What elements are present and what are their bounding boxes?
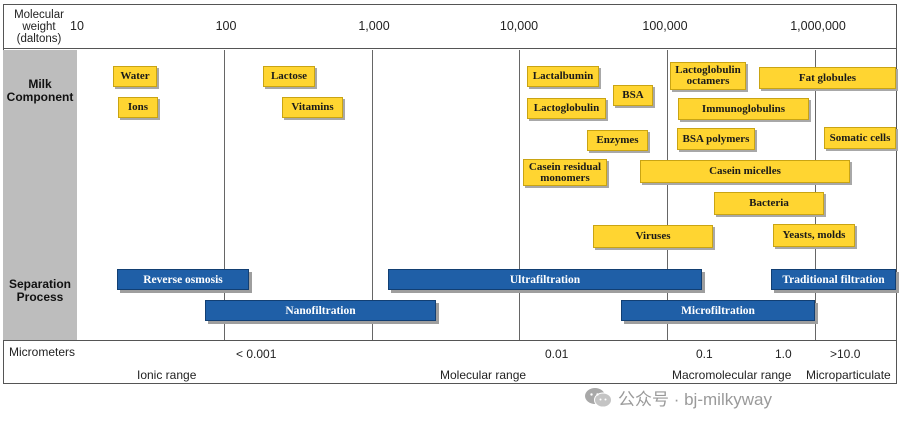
component-somatic-cells: Somatic cells [824, 127, 896, 149]
component-ions: Ions [118, 97, 158, 118]
tick-label: 100,000 [642, 19, 688, 33]
component-bsa: BSA [613, 85, 653, 106]
footer-divider [3, 340, 897, 341]
molecular-weight-label: Molecular weight (daltons) [14, 9, 64, 45]
component-water: Water [113, 66, 157, 87]
component-casein-micelles: Casein micelles [640, 160, 850, 183]
tick-label: 10 [70, 19, 84, 33]
component-bsa-polymers: BSA polymers [677, 128, 755, 150]
watermark-text: 公众号 · bj-milkyway [618, 390, 772, 409]
component-lactoglobulin-octamers: Lactoglobulin octamers [670, 62, 746, 90]
header-divider [3, 48, 897, 49]
row-title-milk-component: Milk Component [6, 77, 74, 104]
component-enzymes: Enzymes [587, 130, 648, 151]
component-bacteria: Bacteria [714, 192, 824, 215]
tick-label: 10,000 [499, 19, 539, 33]
tick-label: 100 [215, 19, 237, 33]
micrometer-value: 0.01 [545, 347, 569, 361]
row-title-separation-process: Separation Process [8, 277, 71, 304]
process-traditional-filtration: Traditional filtration [771, 269, 896, 290]
micrometer-value: 0.1 [696, 347, 713, 361]
wechat-icon [585, 387, 612, 407]
process-microfiltration: Microfiltration [621, 300, 815, 321]
range-label-ionic: Ionic range [137, 368, 197, 382]
component-immunoglobulins: Immunoglobulins [678, 98, 809, 120]
component-vitamins: Vitamins [282, 97, 343, 118]
micrometers-label: Micrometers [9, 345, 76, 359]
range-label-macromolecular: Macromolecular range [672, 368, 792, 382]
process-reverse-osmosis: Reverse osmosis [117, 269, 249, 290]
row-label-panel [3, 50, 77, 340]
component-lactose: Lactose [263, 66, 315, 87]
gridline-100 [224, 50, 225, 340]
watermark: 公众号 · bj-milkyway [584, 385, 772, 410]
gridline-100000 [667, 50, 668, 340]
component-lactoglobulin: Lactoglobulin [527, 98, 606, 119]
range-label-molecular: Molecular range [440, 368, 527, 382]
micrometer-value: 1.0 [775, 347, 792, 361]
component-fat-globules: Fat globules [759, 67, 896, 89]
range-label-microparticulate: Microparticulate [806, 368, 891, 382]
micrometer-value: >10.0 [830, 347, 861, 361]
component-viruses: Viruses [593, 225, 713, 248]
process-nanofiltration: Nanofiltration [205, 300, 436, 321]
tick-label: 1,000 [358, 19, 390, 33]
component-yeasts-molds: Yeasts, molds [773, 224, 855, 247]
component-lactalbumin: Lactalbumin [527, 66, 599, 87]
tick-label: 1,000,000 [790, 19, 846, 33]
gridline-10000 [519, 50, 520, 340]
component-casein-residual-monomers: Casein residual monomers [523, 159, 607, 186]
gridline-1000 [372, 50, 373, 340]
micrometer-value: < 0.001 [236, 347, 277, 361]
process-ultrafiltration: Ultrafiltration [388, 269, 702, 290]
